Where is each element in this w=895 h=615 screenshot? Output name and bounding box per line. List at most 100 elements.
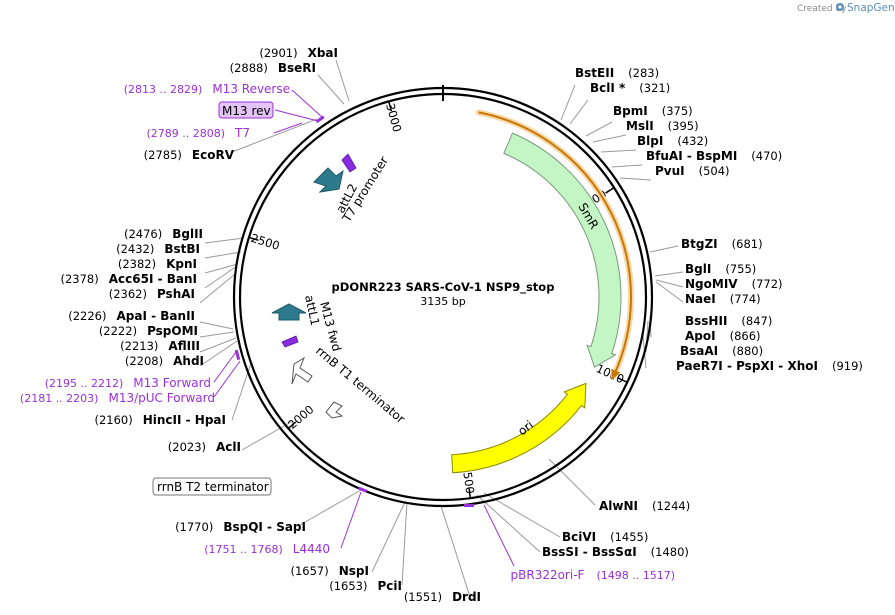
svg-text:BssHII(847): BssHII(847) bbox=[685, 314, 772, 328]
site-ecorv[interactable]: (2785)EcoRV bbox=[144, 148, 235, 162]
rrnb-t2-box[interactable] bbox=[152, 477, 272, 496]
primer-t7[interactable]: (2789 .. 2808)T7 bbox=[146, 126, 250, 140]
scale-tick-label: 3000 bbox=[383, 102, 404, 134]
svg-text:(2901)XbaI: (2901)XbaI bbox=[259, 46, 338, 60]
primer-m13-forward[interactable]: (2195 .. 2212)M13 Forward bbox=[45, 376, 211, 390]
svg-text:(2476)BglII: (2476)BglII bbox=[124, 227, 203, 241]
scale-tick bbox=[468, 488, 472, 499]
rrnb-t2-box-label: rrnB T2 terminator bbox=[157, 480, 269, 494]
scale-tick bbox=[605, 187, 615, 194]
svg-text:PaeR7I - PspXI - XhoI(919): PaeR7I - PspXI - XhoI(919) bbox=[676, 359, 863, 373]
svg-text:(2362)PshAI: (2362)PshAI bbox=[109, 287, 195, 301]
site-ngomiv[interactable]: NgoMIV(772) bbox=[685, 277, 783, 291]
svg-text:(1770)BspQI - SapI: (1770)BspQI - SapI bbox=[175, 520, 306, 534]
svg-text:MslI(395): MslI(395) bbox=[626, 119, 699, 133]
site-apai[interactable]: (2226)ApaI - BanII bbox=[68, 309, 195, 323]
svg-text:NaeI(774): NaeI(774) bbox=[685, 292, 761, 306]
feature-m13-rev-marker[interactable] bbox=[341, 153, 357, 173]
svg-text:(2195 .. 2212)M13 Forward: (2195 .. 2212)M13 Forward bbox=[45, 376, 211, 390]
svg-text:(2023)AclI: (2023)AclI bbox=[168, 440, 241, 454]
site-bfuai[interactable]: BfuAI - BspMI(470) bbox=[646, 149, 782, 163]
feature-ori-arrow[interactable] bbox=[451, 382, 587, 474]
site-blpi[interactable]: BlpI(432) bbox=[637, 134, 708, 148]
primer-markers bbox=[234, 115, 474, 507]
svg-text:(2226)ApaI - BanII: (2226)ApaI - BanII bbox=[68, 309, 195, 323]
primer-pbr322ori-f[interactable]: pBR322ori-F(1498 .. 1517) bbox=[511, 568, 676, 582]
svg-text:(2888)BseRI: (2888)BseRI bbox=[230, 61, 316, 75]
right-site-labels: BstEII(283)BclI *(321) BpmI(375)MslI(395)… bbox=[542, 66, 863, 559]
feature-attl2-arrow[interactable] bbox=[313, 167, 344, 193]
site-paer7i[interactable]: PaeR7I - PspXI - XhoI(919) bbox=[676, 359, 863, 373]
scale-tick-label: 2000 bbox=[285, 402, 316, 432]
svg-text:BtgZI(681): BtgZI(681) bbox=[681, 237, 763, 251]
site-apoi[interactable]: ApoI(866) bbox=[685, 329, 761, 343]
site-nspi[interactable]: (1657)NspI bbox=[291, 564, 370, 578]
site-pshai[interactable]: (2362)PshAI bbox=[109, 287, 195, 301]
site-acli[interactable]: (2023)AclI bbox=[168, 440, 241, 454]
site-naei[interactable]: NaeI(774) bbox=[685, 292, 761, 306]
svg-text:(2789 .. 2808)T7: (2789 .. 2808)T7 bbox=[146, 126, 250, 140]
site-bglii[interactable]: (2476)BglII bbox=[124, 227, 203, 241]
svg-text:BlpI(432): BlpI(432) bbox=[637, 134, 708, 148]
site-xbai[interactable]: (2901)XbaI bbox=[259, 46, 338, 60]
primer-l4440[interactable]: (1751 .. 1768)L4440 bbox=[204, 542, 330, 556]
site-pcii[interactable]: (1653)PciI bbox=[329, 579, 402, 593]
site-alwni[interactable]: AlwNI(1244) bbox=[599, 499, 690, 513]
svg-text:BstEII(283): BstEII(283) bbox=[575, 66, 659, 80]
scale-tick bbox=[287, 421, 297, 429]
primer-leader-lines bbox=[213, 89, 515, 567]
svg-text:BclI *(321): BclI *(321) bbox=[590, 81, 670, 95]
scale-tick-label: 2500 bbox=[249, 231, 281, 253]
primer-m13-puc-forward[interactable]: (2181 .. 2203)M13/pUC Forward bbox=[20, 391, 215, 405]
svg-text:(2213)AflIII: (2213)AflIII bbox=[120, 339, 200, 353]
feature-m13-fwd-marker[interactable] bbox=[281, 335, 299, 348]
plasmid-name: pDONR223 SARS-CoV-1 NSP9_stop bbox=[332, 280, 555, 295]
svg-text:(2813 .. 2829)M13 Reverse: (2813 .. 2829)M13 Reverse bbox=[124, 82, 290, 96]
site-ahdi[interactable]: (2208)AhdI bbox=[125, 354, 204, 368]
site-bstbi[interactable]: (2432)BstBI bbox=[116, 242, 200, 256]
scale-tick bbox=[617, 377, 628, 383]
feature-rrnb-t2-arrow[interactable] bbox=[325, 401, 344, 419]
site-btgzi[interactable]: BtgZI(681) bbox=[681, 237, 763, 251]
feature-attl1-arrow[interactable] bbox=[271, 303, 307, 321]
svg-text:(2208)AhdI: (2208)AhdI bbox=[125, 354, 204, 368]
site-bspqi[interactable]: (1770)BspQI - SapI bbox=[175, 520, 306, 534]
svg-text:BciVI(1455): BciVI(1455) bbox=[562, 530, 648, 544]
feature-attl1-label: attL1 bbox=[302, 294, 322, 327]
m13-rev-box-label: M13 rev bbox=[222, 104, 271, 118]
site-pvui[interactable]: PvuI(504) bbox=[655, 164, 730, 178]
left-site-labels: (2901)XbaI(2888)BseRI (2785)EcoRV (2476)Bg… bbox=[60, 46, 481, 604]
primer-labels: (2813 .. 2829)M13 Reverse (2789 .. 2808)T… bbox=[20, 82, 675, 582]
watermark-brand: SnapGene bbox=[847, 2, 895, 14]
site-bseri[interactable]: (2888)BseRI bbox=[230, 61, 316, 75]
site-bsteii[interactable]: BstEII(283) bbox=[575, 66, 659, 80]
site-kpni[interactable]: (2382)KpnI bbox=[118, 257, 197, 271]
site-hincii[interactable]: (2160)HincII - HpaI bbox=[94, 413, 226, 427]
svg-text:pBR322ori-F(1498 .. 1517): pBR322ori-F(1498 .. 1517) bbox=[511, 568, 676, 582]
site-bsshii[interactable]: BssHII(847) bbox=[685, 314, 772, 328]
scale-tick bbox=[248, 236, 259, 242]
site-msli[interactable]: MslI(395) bbox=[626, 119, 699, 133]
site-bgli[interactable]: BglI(755) bbox=[685, 262, 756, 276]
plasmid-size: 3135 bp bbox=[420, 295, 465, 308]
feature-smr-arrow[interactable] bbox=[503, 132, 622, 368]
primer-m13-reverse[interactable]: (2813 .. 2829)M13 Reverse bbox=[124, 82, 290, 96]
site-bcli[interactable]: BclI *(321) bbox=[590, 81, 670, 95]
site-bpmi[interactable]: BpmI(375) bbox=[613, 104, 693, 118]
svg-text:(2382)KpnI: (2382)KpnI bbox=[118, 257, 197, 271]
site-bsssi[interactable]: BssSI - BssSαI(1480) bbox=[542, 545, 689, 559]
feature-rrnb-t1-arrow[interactable] bbox=[291, 356, 313, 385]
site-drdi[interactable]: (1551)DrdI bbox=[404, 590, 481, 604]
m13-rev-box[interactable] bbox=[218, 101, 274, 119]
svg-text:(1751 .. 1768)L4440: (1751 .. 1768)L4440 bbox=[204, 542, 330, 556]
svg-text:(1657)NspI: (1657)NspI bbox=[291, 564, 370, 578]
svg-text:(2181 .. 2203)M13/pUC Forward: (2181 .. 2203)M13/pUC Forward bbox=[20, 391, 215, 405]
site-bsaai[interactable]: BsaAI(880) bbox=[680, 344, 763, 358]
svg-text:AlwNI(1244): AlwNI(1244) bbox=[599, 499, 690, 513]
site-afliii[interactable]: (2213)AflIII bbox=[120, 339, 200, 353]
site-pspomi[interactable]: (2222)PspOMI bbox=[99, 324, 198, 338]
site-acc65i[interactable]: (2378)Acc65I - BanI bbox=[60, 272, 197, 286]
svg-text:BpmI(375): BpmI(375) bbox=[613, 104, 693, 118]
svg-text:BsaAI(880): BsaAI(880) bbox=[680, 344, 763, 358]
site-bcivi[interactable]: BciVI(1455) bbox=[562, 530, 648, 544]
